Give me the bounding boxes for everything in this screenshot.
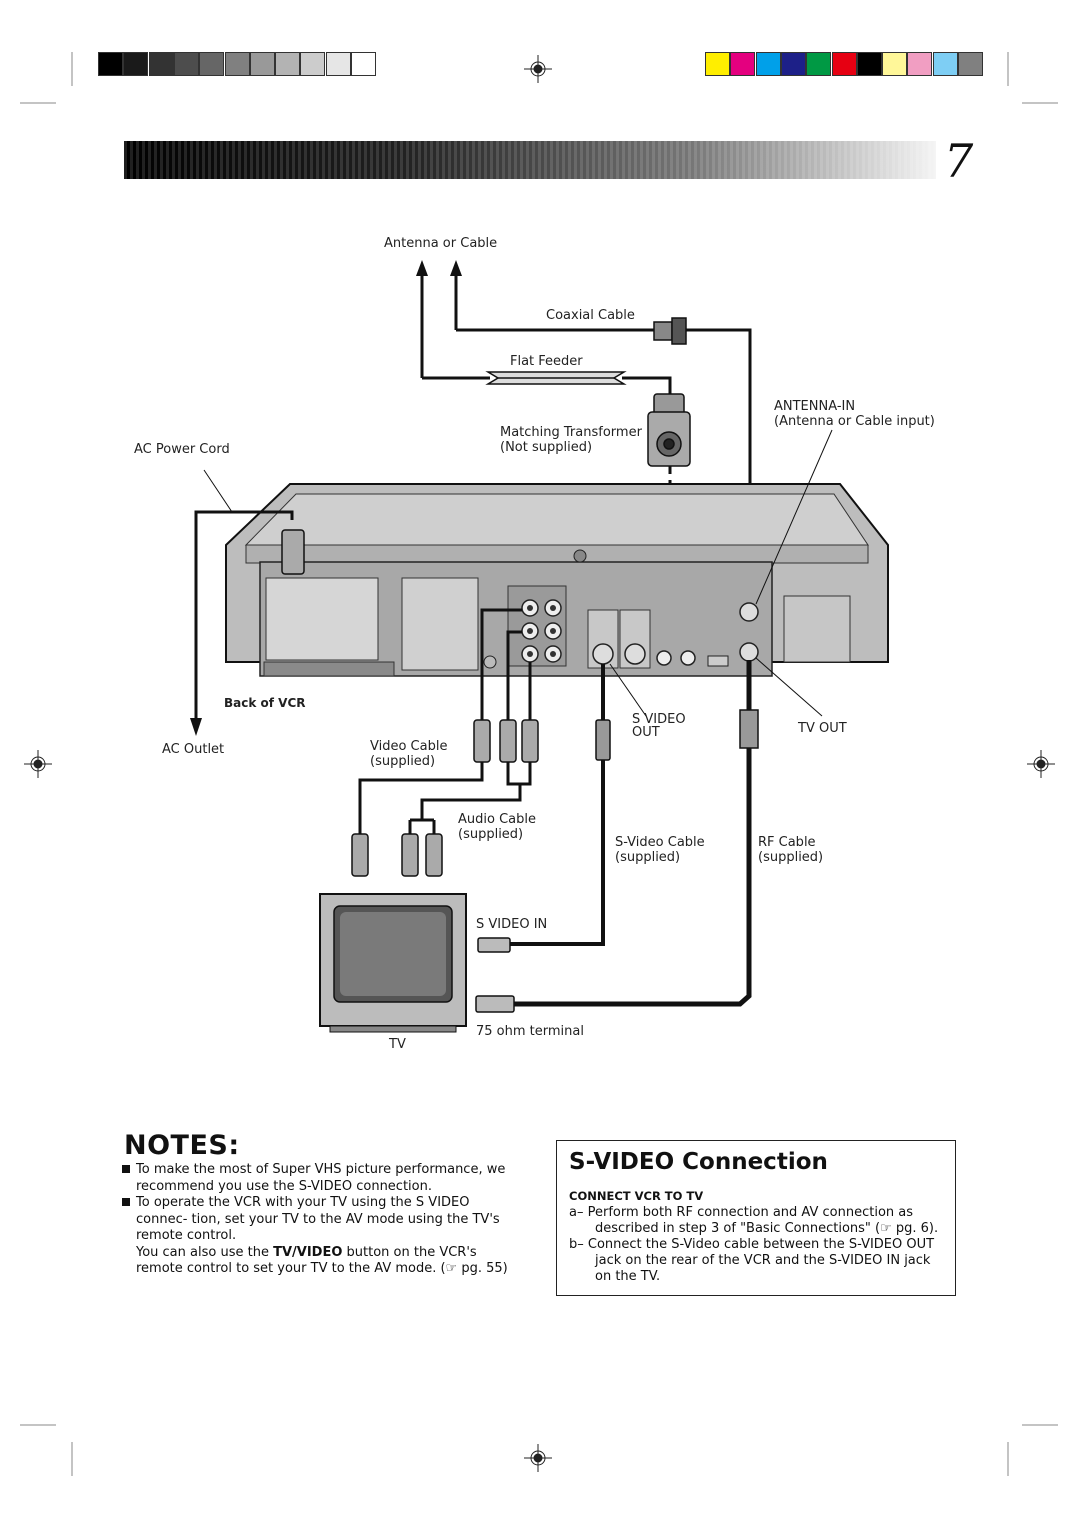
note-text: button on the VCR's remote control to se… xyxy=(136,1244,508,1277)
label-antenna-in-sub: (Antenna or Cable input) xyxy=(774,414,935,429)
gray-swatch xyxy=(148,52,174,76)
label-s-video-cable: S-Video Cable xyxy=(615,835,705,850)
s-video-cable xyxy=(510,664,605,946)
notes-list: To make the most of Super VHS picture pe… xyxy=(122,1162,522,1278)
color-swatch xyxy=(806,52,832,76)
registration-mark-top xyxy=(524,55,552,83)
notes-title: NOTES: xyxy=(124,1130,240,1161)
step-a: a– Perform both RF connection and AV con… xyxy=(569,1205,939,1236)
color-swatch xyxy=(755,52,781,76)
vcr-back-panel xyxy=(225,483,889,677)
gray-swatch xyxy=(199,52,225,76)
tv-set xyxy=(319,893,467,1033)
note-continuation: You can also use the TV/VIDEO button on … xyxy=(122,1245,522,1278)
label-matching-transformer: Matching Transformer xyxy=(500,425,642,440)
label-ac-power-cord: AC Power Cord xyxy=(134,442,230,457)
av-cables xyxy=(358,608,532,834)
label-coaxial-cable: Coaxial Cable xyxy=(546,308,635,323)
step-b: b– Connect the S-Video cable between the… xyxy=(569,1237,935,1284)
color-swatch xyxy=(780,52,806,76)
color-swatch xyxy=(730,52,756,76)
label-s-video-cable-sub: (supplied) xyxy=(615,850,681,865)
label-tv-out: TV OUT xyxy=(798,721,847,736)
label-audio-cable: Audio Cable xyxy=(458,812,536,827)
gray-swatch xyxy=(249,52,275,76)
gray-swatch xyxy=(300,52,326,76)
rca-plugs xyxy=(351,719,539,877)
label-antenna-or-cable: Antenna or Cable xyxy=(384,236,498,251)
flat-feeder-ribbon xyxy=(485,371,627,385)
label-s-video-in: S VIDEO IN xyxy=(476,917,548,932)
note-item: To make the most of Super VHS picture pe… xyxy=(122,1162,522,1195)
gray-swatch xyxy=(123,52,149,76)
note-bold-term: TV/VIDEO xyxy=(273,1244,343,1260)
note-text: To make the most of Super VHS picture pe… xyxy=(136,1162,506,1194)
connection-diagram xyxy=(190,260,889,1033)
label-not-supplied: (Not supplied) xyxy=(500,440,593,455)
s-video-connection-box: S-VIDEO Connection CONNECT VCR TO TV a– … xyxy=(556,1140,956,1296)
matching-transformer xyxy=(647,393,691,467)
label-rf-cable-sub: (supplied) xyxy=(758,850,824,865)
registration-mark-left xyxy=(24,750,52,778)
registration-mark-bottom xyxy=(524,1444,552,1472)
page-number: 7 xyxy=(944,134,974,188)
color-swatch xyxy=(907,52,933,76)
ac-power-cord xyxy=(194,510,294,720)
label-s-video-out-2: OUT xyxy=(632,725,660,740)
gray-swatch xyxy=(98,52,123,76)
antenna-arrows xyxy=(416,260,462,378)
gray-swatch xyxy=(351,52,376,76)
color-swatch xyxy=(932,52,958,76)
registration-mark-right xyxy=(1027,750,1055,778)
gray-swatch xyxy=(275,52,301,76)
flat-feeder xyxy=(422,376,672,396)
note-item: To operate the VCR with your TV using th… xyxy=(122,1195,522,1245)
color-swatch xyxy=(856,52,882,76)
gray-swatch xyxy=(173,52,199,76)
label-ac-outlet: AC Outlet xyxy=(162,742,225,757)
label-tv: TV xyxy=(389,1037,406,1052)
bullet-square-icon xyxy=(122,1198,130,1206)
color-swatch xyxy=(958,52,983,76)
section-title: S-VIDEO Connection xyxy=(569,1149,828,1175)
label-75-ohm-terminal: 75 ohm terminal xyxy=(476,1024,584,1039)
color-swatch xyxy=(882,52,908,76)
label-flat-feeder: Flat Feeder xyxy=(510,354,583,369)
label-video-cable: Video Cable xyxy=(370,739,448,754)
label-rf-cable: RF Cable xyxy=(758,835,816,850)
rf-cable xyxy=(514,660,752,1007)
color-swatch xyxy=(831,52,857,76)
label-antenna-in: ANTENNA-IN xyxy=(774,399,856,414)
gray-swatch xyxy=(224,52,250,76)
label-s-video-out-1: S VIDEO xyxy=(632,712,686,727)
bullet-square-icon xyxy=(122,1165,130,1173)
section-subtitle: CONNECT VCR TO TV xyxy=(569,1189,704,1203)
label-video-cable-sub: (supplied) xyxy=(370,754,436,769)
label-back-of-vcr: Back of VCR xyxy=(224,696,306,710)
note-text: To operate the VCR with your TV using th… xyxy=(136,1195,500,1243)
color-swatch xyxy=(705,52,730,76)
coaxial-connector xyxy=(653,317,687,345)
steps-list: a– Perform both RF connection and AV con… xyxy=(569,1205,949,1285)
note-text: You can also use the xyxy=(136,1244,274,1260)
header-gradient-bar xyxy=(124,141,936,179)
gray-swatch xyxy=(325,52,351,76)
label-audio-cable-sub: (supplied) xyxy=(458,827,524,842)
